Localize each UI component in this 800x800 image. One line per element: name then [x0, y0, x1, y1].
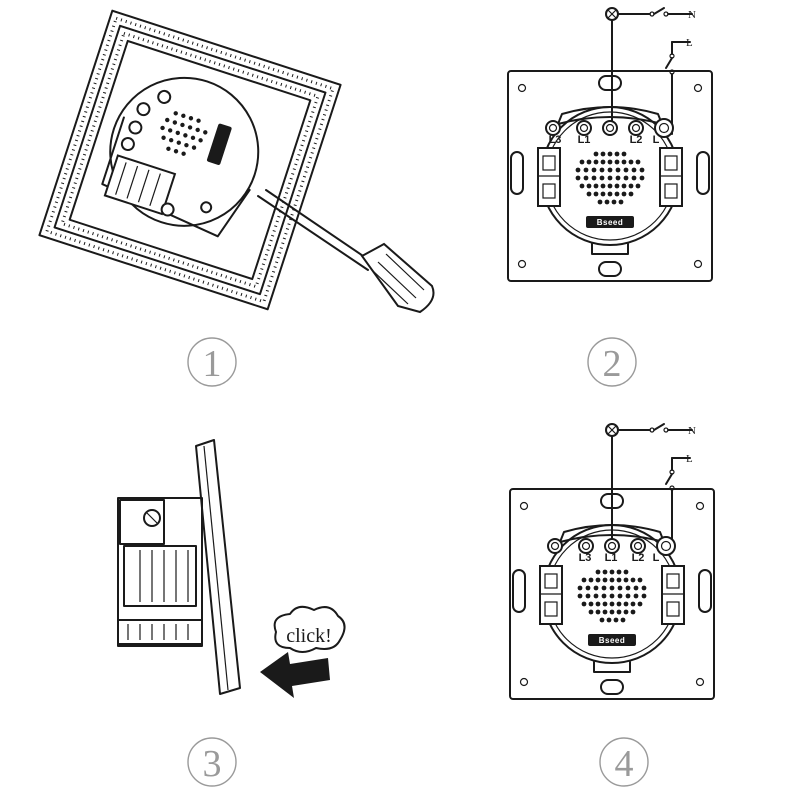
wiring-icon-final: [605, 423, 693, 551]
wire-label-live-final: L: [686, 453, 693, 465]
terminal-label-l2-final: L2: [632, 552, 645, 564]
step-3-panel: click! 3: [117, 439, 346, 787]
wire-label-live: L: [686, 37, 693, 49]
terminal-labels-final: L3 L1 L2 L: [579, 552, 660, 564]
step-2-marker: 2: [587, 337, 637, 387]
step-3-marker: 3: [187, 737, 237, 787]
step-1-panel: 1: [38, 9, 435, 387]
arrow-icon: [260, 652, 330, 698]
step-4-marker: 4: [599, 737, 649, 787]
terminal-label-l: L: [653, 134, 660, 146]
screwdriver-icon: [257, 189, 435, 314]
step-2-panel: N L L3 L1 L2 L Bseed 2: [507, 7, 713, 387]
step-4-panel: N L L3 L1 L2 L Bseed 4: [509, 423, 715, 787]
terminal-label-l1-final: L1: [605, 552, 618, 564]
terminal-label-l2: L2: [630, 134, 643, 146]
terminal-label-l1: L1: [578, 134, 591, 146]
terminal-labels: L3 L1 L2 L: [549, 134, 660, 146]
step-3-number: 3: [203, 743, 222, 785]
step-2-number: 2: [603, 343, 622, 385]
step-4-number: 4: [615, 743, 634, 785]
wire-label-neutral: N: [688, 9, 696, 21]
terminal-label-l3: L3: [549, 134, 562, 146]
step-1-marker: 1: [187, 337, 237, 387]
switch-mechanism: [507, 70, 713, 282]
wire-label-neutral-final: N: [688, 425, 696, 437]
brand-label-final: Bseed: [599, 636, 626, 645]
terminal-label-l-final: L: [653, 552, 660, 564]
step-1-number: 1: [203, 343, 222, 385]
brand-label: Bseed: [597, 218, 624, 227]
terminal-label-l3-final: L3: [579, 552, 592, 564]
click-label: click!: [286, 625, 332, 647]
